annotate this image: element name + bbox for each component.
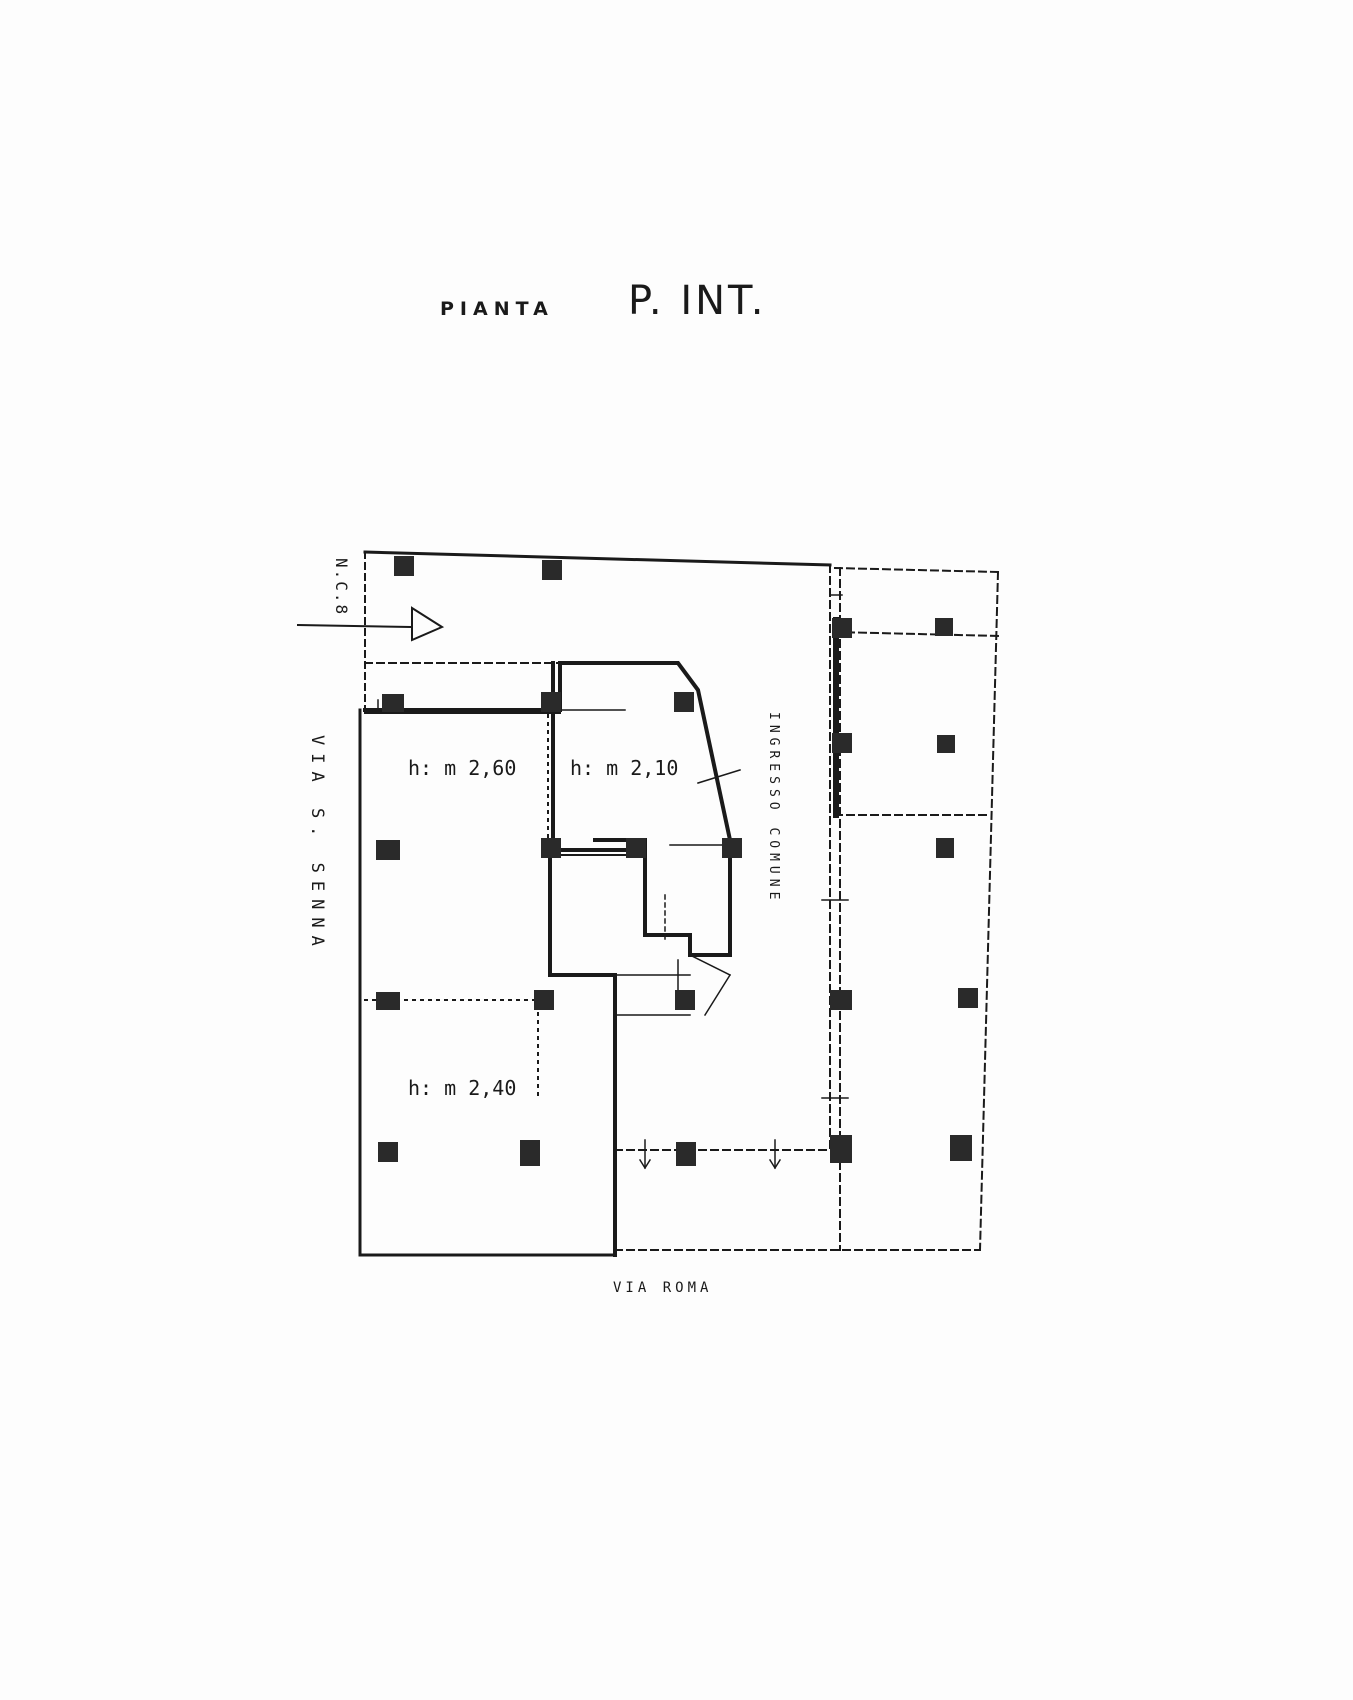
right-annex-outline: [833, 566, 1002, 1252]
pillar: [376, 992, 400, 1010]
pillar: [626, 838, 646, 858]
common-area-outline: [364, 564, 981, 1251]
pillar: [534, 990, 554, 1010]
pillar: [675, 990, 695, 1010]
pillar: [376, 840, 400, 860]
apartment-walls: [363, 661, 732, 1257]
title-prefix: PIANTA: [440, 298, 554, 320]
pillar: [674, 692, 694, 712]
pillar: [520, 1140, 540, 1166]
pillar: [830, 1135, 852, 1163]
street-bottom-label: VIA ROMA: [613, 1280, 712, 1296]
pillar: [542, 560, 562, 580]
pillar: [378, 1142, 398, 1162]
door-markers: [377, 594, 849, 1170]
stair-detail: [559, 709, 741, 1017]
pillar: [937, 735, 955, 753]
pillar: [394, 556, 414, 576]
pillar: [541, 692, 561, 712]
pillar: [832, 618, 852, 638]
pillar: [935, 618, 953, 636]
title-main: P. INT.: [628, 278, 767, 324]
street-left-label: VIA S. SENNA: [307, 735, 327, 954]
pillar: [950, 1135, 972, 1161]
room-a-height: h: m 2,60: [408, 756, 516, 780]
room-b-height: h: m 2,10: [570, 756, 678, 780]
room-dividers: [364, 714, 551, 1101]
pillar: [382, 694, 404, 712]
pillar: [958, 988, 978, 1008]
outer-wall: [358, 550, 832, 1257]
pillar: [541, 838, 561, 858]
room-c-height: h: m 2,40: [408, 1076, 516, 1100]
entrance-arrow: [296, 606, 445, 642]
pillar: [830, 990, 852, 1010]
pillar: [832, 733, 852, 753]
drawing-title: PIANTA P. INT.: [440, 278, 800, 338]
pillars: [376, 556, 978, 1166]
pillar: [676, 1142, 696, 1166]
common-entrance-label: INGRESSO COMUNE: [766, 712, 781, 904]
entrance-label: N.C.8: [332, 558, 351, 616]
pillar: [722, 838, 742, 858]
pillar: [936, 838, 954, 858]
